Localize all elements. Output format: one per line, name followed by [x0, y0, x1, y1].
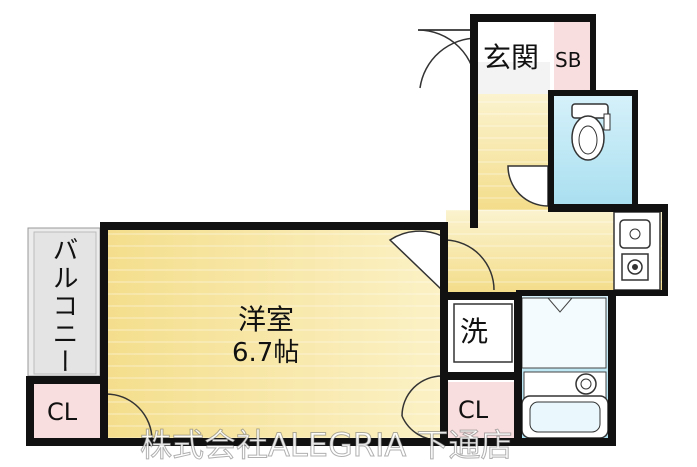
shoebox-label: SB — [555, 48, 582, 72]
door-swings — [105, 29, 549, 441]
closet-left-label: CL — [47, 398, 78, 426]
kitchen-counter — [613, 211, 661, 291]
closet-left — [34, 384, 102, 440]
bathroom — [518, 294, 610, 444]
closet-right-label: CL — [458, 396, 489, 424]
watermark-text: 株式会社ALEGRIA 下通店 — [139, 426, 513, 465]
entrance-label: 玄関 — [483, 41, 540, 74]
balcony-label: バルコニー — [48, 236, 78, 376]
toilet-room — [554, 94, 632, 206]
western-room-label: 洋室 — [238, 303, 295, 336]
western-room-size-label: 6.7帖 — [232, 338, 300, 368]
western-room-floor — [106, 230, 442, 440]
balcony-area — [27, 227, 106, 377]
entrance-floor — [478, 22, 590, 94]
closet-right — [446, 382, 514, 438]
walls — [26, 14, 668, 446]
washer-area — [446, 298, 518, 370]
washer-label: 洗 — [460, 315, 489, 348]
